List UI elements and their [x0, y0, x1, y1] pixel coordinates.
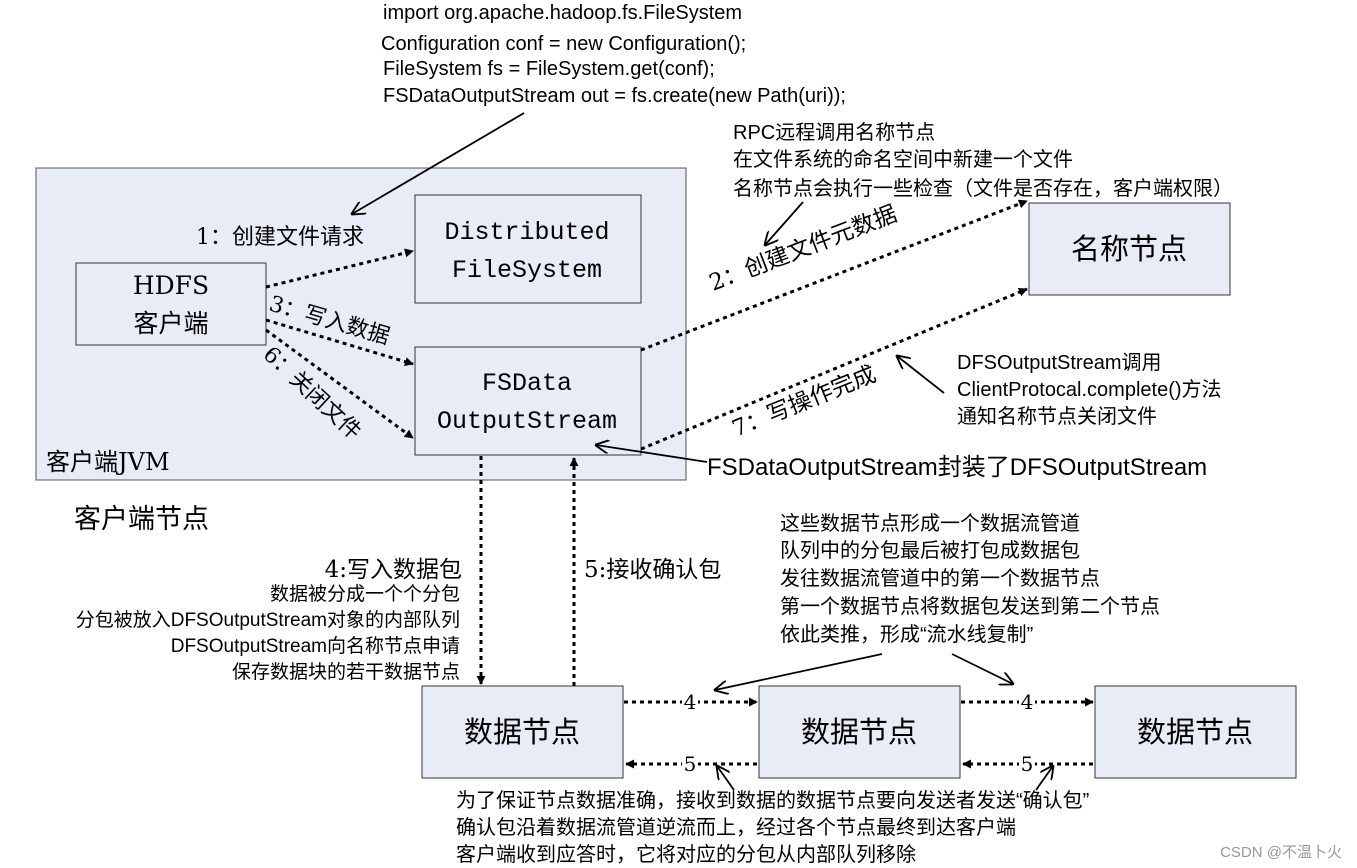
code-line-2: Configuration conf = new Configuration()… [381, 33, 746, 55]
packet-note-3: DFSOutputStream向名称节点申请 [171, 635, 460, 657]
ack-note-1: 为了保证节点数据准确，接收到数据的数据节点要向发送者发送“确认包” [456, 789, 1089, 812]
complete-note-1: DFSOutputStream调用 [957, 351, 1162, 374]
step-7-label: 7：写操作完成 [729, 361, 880, 442]
datanode-label-2: 数据节点 [801, 715, 917, 749]
rpc-note-1: RPC远程调用名称节点 [733, 121, 935, 144]
pipeline-note-4: 第一个数据节点将数据包发送到第二个节点 [780, 595, 1160, 618]
dfs-line1: Distributed [444, 218, 609, 247]
rpc-note-3: 名称节点会执行一些检查（文件是否存在，客户端权限） [733, 177, 1233, 200]
client-jvm-label: 客户端JVM [46, 448, 170, 476]
ack-note-2: 确认包沿着数据流管道逆流而上，经过各个节点最终到达客户端 [456, 816, 1016, 839]
packet-note-1: 数据被分成一个个分包 [270, 583, 460, 605]
code-line-4: FSDataOutputStream out = fs.create(new P… [383, 85, 846, 107]
code-pointer-arrow [352, 112, 525, 214]
pipe-send-label-1: 4 [684, 690, 697, 714]
ack-pointer-left [717, 766, 735, 791]
client-node-label: 客户端节点 [74, 504, 209, 535]
pipeline-note-3: 发往数据流管道中的第一个数据节点 [780, 567, 1100, 590]
pipeline-pointer-right [951, 653, 1013, 684]
pipe-ack-label-bg-1 [682, 752, 698, 776]
pipe-ack-label-bg-2 [1019, 752, 1035, 776]
hdfs-client-line1: HDFS [133, 271, 209, 300]
pipe-send-label-2: 4 [1021, 690, 1034, 714]
pipe-send-label-bg-2 [1019, 690, 1035, 714]
wrap-note: FSDataOutputStream封装了DFSOutputStream [707, 454, 1207, 481]
pipe-ack-label-2: 5 [1021, 752, 1034, 776]
wrap-note-pointer [596, 445, 708, 463]
arrow-step-3 [265, 318, 414, 366]
code-line-3: FileSystem fs = FileSystem.get(conf); [383, 58, 715, 80]
pipe-send-label-bg-1 [682, 690, 698, 714]
datanode-box-2 [758, 685, 961, 779]
code-line-1: import org.apache.hadoop.fs.FileSystem [383, 2, 742, 24]
pipeline-note-5: 依此类推，形成“流水线复制” [780, 623, 1033, 646]
namenode-box [1028, 202, 1231, 296]
arrow-step-6 [265, 328, 414, 440]
pipeline-note-1: 这些数据节点形成一个数据流管道 [780, 512, 1080, 535]
packet-note-4: 保存数据块的若干数据节点 [232, 661, 460, 683]
datanode-box-1 [421, 685, 624, 779]
datanode-label-3: 数据节点 [1137, 715, 1253, 749]
distributed-filesystem-box [414, 194, 642, 304]
datanode-label-1: 数据节点 [464, 715, 580, 749]
hdfs-client-box [75, 262, 267, 346]
pipeline-note-2: 队列中的分包最后被打包成数据包 [780, 539, 1080, 562]
dfs-line2: FileSystem [452, 256, 602, 285]
fsdos-line1: FSData [482, 369, 572, 398]
hdfs-client-line2: 客户端 [133, 309, 208, 338]
ack-pointer-right [1035, 766, 1053, 791]
datanode-box-3 [1094, 685, 1297, 779]
namenode-label: 名称节点 [1071, 232, 1187, 266]
pipe-ack-label-1: 5 [684, 752, 697, 776]
arrow-step-1 [265, 248, 414, 289]
step-4-label: 4:写入数据包 [325, 557, 462, 583]
complete-note-3: 通知名称节点关闭文件 [957, 405, 1157, 428]
fsdos-line2: OutputStream [437, 407, 617, 436]
arrow-step-2 [640, 199, 1028, 352]
watermark: CSDN @不温卜火 [1220, 844, 1342, 861]
fsdataoutputstream-box [414, 346, 642, 456]
rpc-note-2: 在文件系统的命名空间中新建一个文件 [733, 148, 1073, 171]
step-2-label: 2：创建文件元数据 [706, 201, 901, 296]
complete-note-2: ClientProtocal.complete()方法 [957, 378, 1222, 401]
step-1-label: 1：创建文件请求 [196, 225, 364, 250]
rpc-note-pointer [765, 201, 804, 245]
pipeline-pointer-left [715, 653, 883, 690]
ack-note-3: 客户端收到应答时，它将对应的分包从内部队列移除 [456, 843, 916, 866]
packet-note-2: 分包被放入DFSOutputStream对象的内部队列 [76, 609, 460, 631]
step-5-label: 5:接收确认包 [584, 557, 721, 583]
complete-note-pointer [897, 356, 945, 394]
arrow-step-7 [640, 287, 1028, 451]
